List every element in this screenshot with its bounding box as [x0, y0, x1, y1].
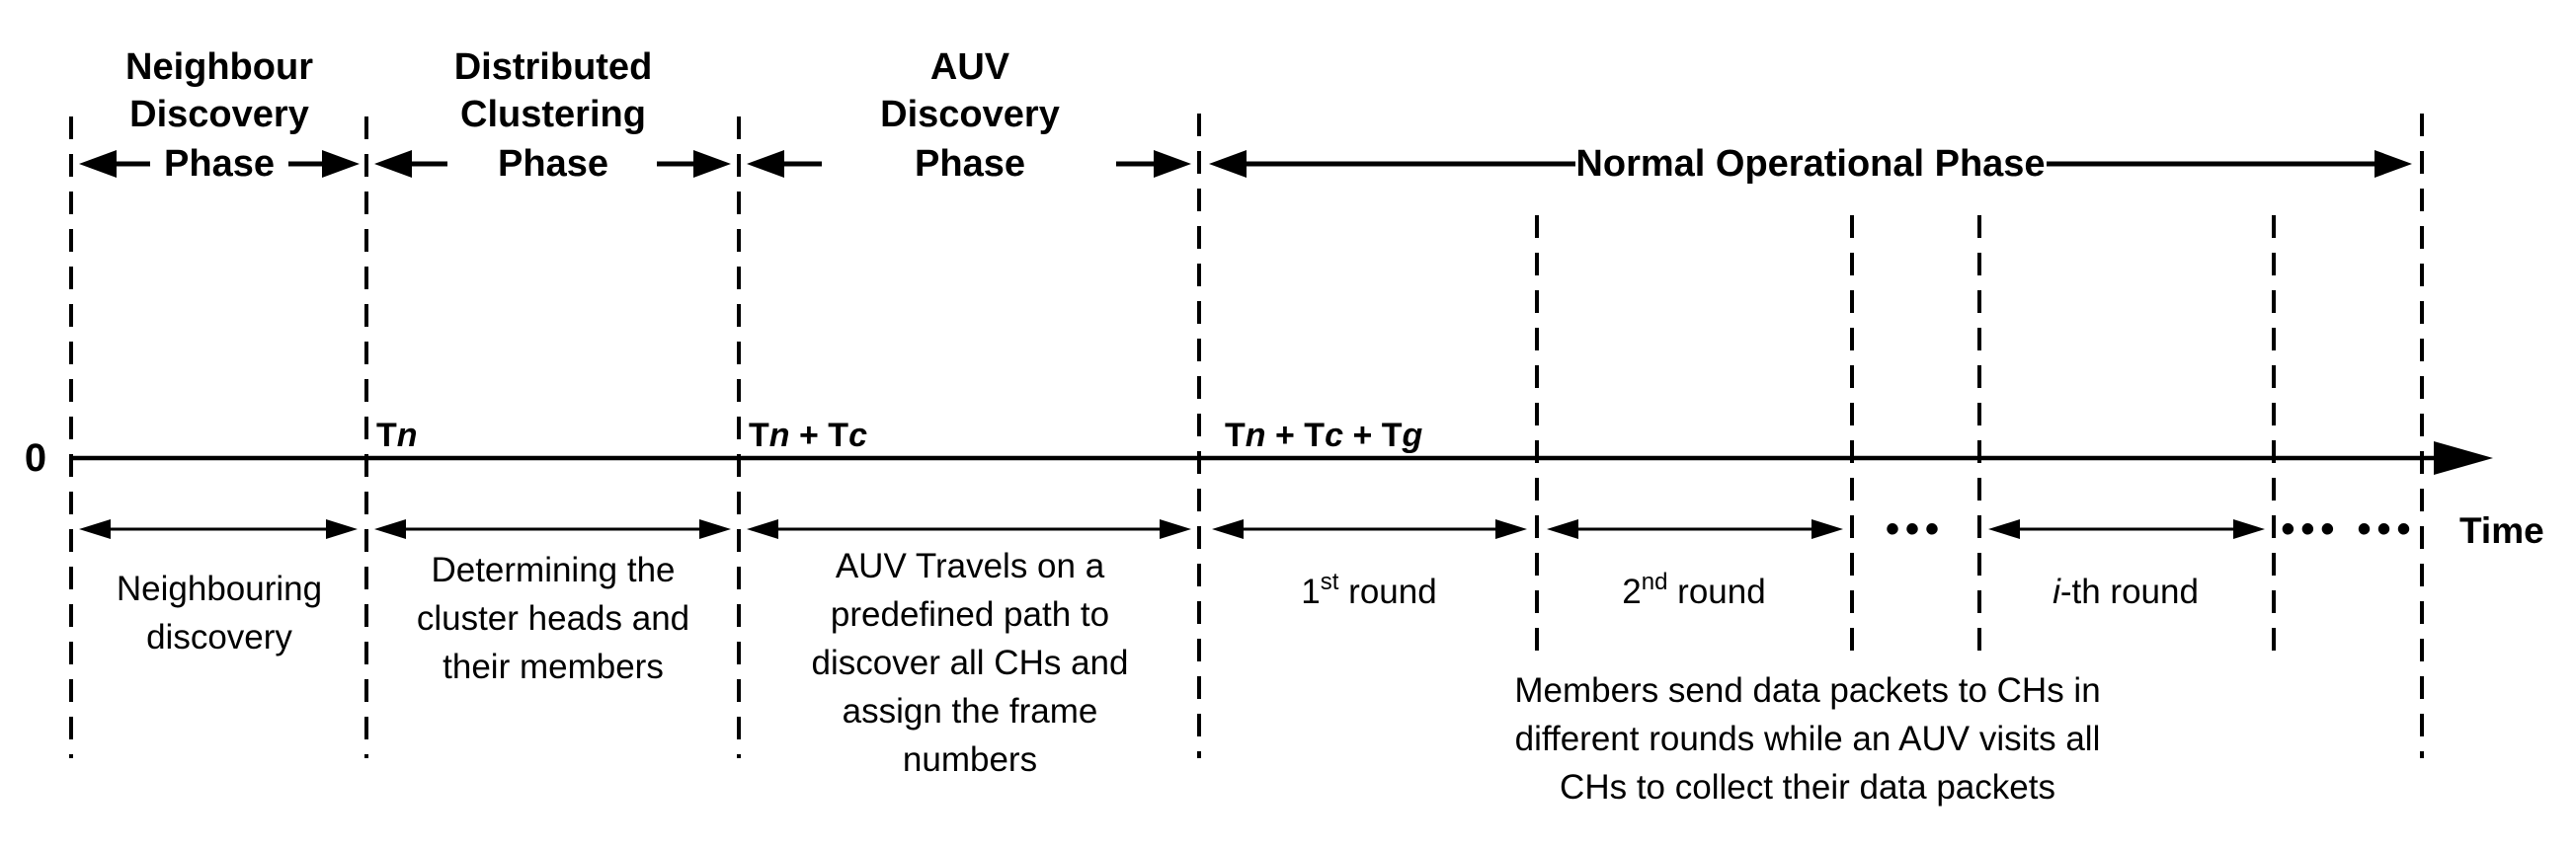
interval-arrow-2-right-head	[699, 519, 731, 539]
description-3-line-2: predefined path to	[831, 595, 1109, 634]
interval-arrow-2-left-head	[374, 519, 406, 539]
description-3-line-5: numbers	[903, 740, 1037, 779]
interval-arrow-6-left-head	[1988, 519, 2020, 539]
interval-arrow-4-right-head	[1495, 519, 1527, 539]
ellipsis-end: ••• •••	[2281, 507, 2416, 551]
tick-label-tn: Tn	[376, 417, 418, 454]
time-axis-arrowhead	[2434, 441, 2493, 475]
description-3-line-4: assign the frame	[843, 692, 1098, 731]
time-label: Time	[2459, 510, 2544, 551]
origin-label: 0	[25, 436, 46, 480]
phase-1-left-arrowhead	[79, 150, 117, 178]
time-axis: 0 Tn Tn + Tc Tn + Tc + Tg Time	[25, 417, 2544, 551]
round-label-2: 2nd round	[1622, 569, 1765, 611]
interval-arrow-3-right-head	[1160, 519, 1191, 539]
note: Members send data packets to CHs in diff…	[1514, 671, 2100, 807]
phase-4-left-arrowhead	[1209, 150, 1247, 178]
description-3-line-3: discover all CHs and	[812, 644, 1129, 682]
interval-arrow-6-right-head	[2233, 519, 2265, 539]
interval-arrow-4-left-head	[1212, 519, 1244, 539]
phase-4-label: Normal Operational Phase	[1575, 143, 2045, 185]
round-label-i: i-th round	[2053, 573, 2199, 611]
phase-1-right-arrowhead	[322, 150, 360, 178]
phase-2-left-arrowhead	[374, 150, 412, 178]
tick-label-tn-tc-tg: Tn + Tc + Tg	[1225, 417, 1423, 454]
description-2-line-1: Determining the	[431, 551, 675, 589]
description-2-line-3: their members	[443, 648, 664, 686]
descriptions: Neighbouring discovery Determining the c…	[117, 547, 1129, 779]
phase-3-label-line-2: Discovery	[880, 94, 1060, 135]
interval-arrow-5-left-head	[1547, 519, 1578, 539]
description-1-line-1: Neighbouring	[117, 570, 322, 608]
phase-headers: Neighbour Discovery Phase Distributed Cl…	[125, 46, 2046, 185]
interval-arrow-1-right-head	[326, 519, 358, 539]
phase-header-arrows	[79, 150, 2412, 178]
phase-3-label-line-3: Phase	[915, 143, 1025, 185]
phase-2-label-line-3: Phase	[498, 143, 608, 185]
phase-1-label-line-3: Phase	[164, 143, 275, 185]
tick-label-tn-tc: Tn + Tc	[749, 417, 867, 454]
description-3-line-1: AUV Travels on a	[836, 547, 1105, 585]
phase-1-label-line-1: Neighbour	[125, 46, 313, 88]
phase-3-right-arrowhead	[1154, 150, 1191, 178]
ellipsis-mid: •••	[1886, 507, 1945, 551]
phase-boundaries	[69, 114, 2424, 758]
phase-2-label-line-1: Distributed	[454, 46, 653, 88]
phase-2-label-line-2: Clustering	[460, 94, 646, 135]
note-line-2: different rounds while an AUV visits all	[1515, 720, 2101, 758]
phase-1-label-line-2: Discovery	[129, 94, 309, 135]
phase-4-right-arrowhead	[2375, 150, 2412, 178]
note-line-3: CHs to collect their data packets	[1560, 768, 2055, 807]
note-line-1: Members send data packets to CHs in	[1514, 671, 2100, 710]
interval-arrow-3-left-head	[747, 519, 778, 539]
interval-arrows: ••• ••• •••	[79, 507, 2416, 551]
phase-3-label-line-1: AUV	[930, 46, 1010, 88]
round-labels: 1st round 2nd round i-th round	[1301, 569, 2199, 611]
description-2-line-2: cluster heads and	[417, 599, 689, 638]
phase-2-right-arrowhead	[693, 150, 731, 178]
interval-arrow-1-left-head	[79, 519, 111, 539]
description-1-line-2: discovery	[146, 618, 292, 656]
phase-3-left-arrowhead	[747, 150, 784, 178]
interval-arrow-5-right-head	[1811, 519, 1843, 539]
round-label-1: 1st round	[1301, 569, 1436, 611]
